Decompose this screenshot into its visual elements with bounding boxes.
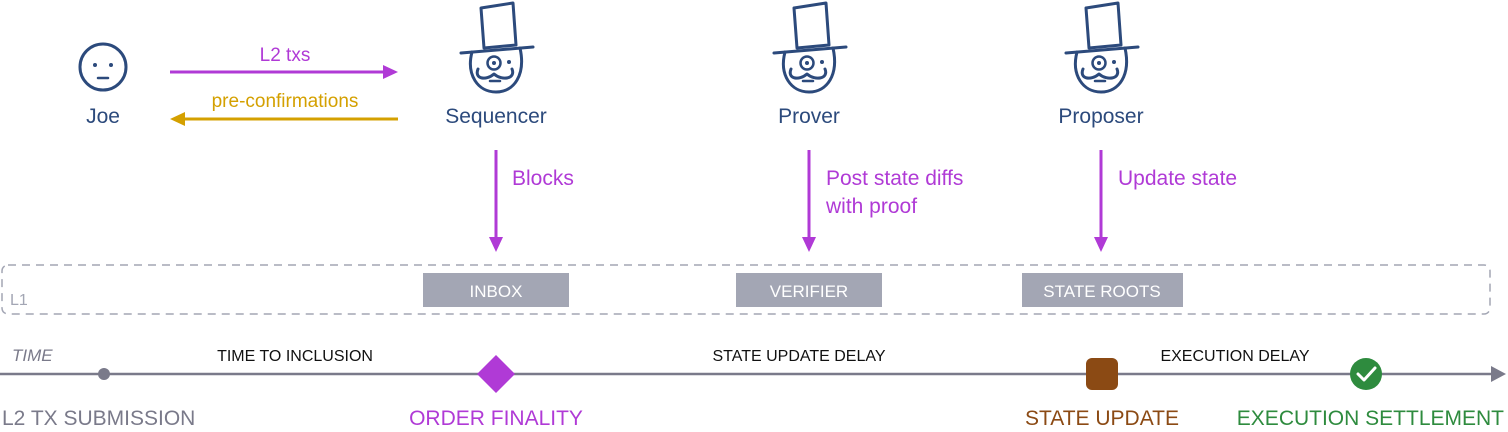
l1-label: L1 (10, 292, 28, 309)
actor-sequencer-label: Sequencer (445, 105, 547, 128)
l1-box-inbox-label: INBOX (470, 282, 523, 301)
post-state-diffs-arrow (802, 150, 816, 252)
l1-box-verifier-label: VERIFIER (770, 282, 848, 301)
l1-box-state-roots-label: STATE ROOTS (1043, 282, 1160, 301)
blocks-arrow (489, 150, 503, 252)
timeline-time-label: TIME (12, 346, 53, 365)
execution-settlement-check-icon (1350, 358, 1382, 390)
segment-execution-delay: EXECUTION DELAY (1160, 348, 1309, 365)
prover-top-hat-icon (772, 1, 848, 94)
l2-txs-label: L2 txs (260, 45, 311, 66)
actor-prover-label: Prover (778, 105, 840, 128)
update-state-label: Update state (1118, 167, 1237, 190)
milestone-execution-settlement: EXECUTION SETTLEMENT (1237, 407, 1504, 430)
pre-confirmations-arrow (170, 112, 398, 126)
proposer-top-hat-icon (1064, 1, 1140, 94)
segment-state-update-delay: STATE UPDATE DELAY (712, 348, 885, 365)
submission-dot-marker (98, 368, 110, 380)
l1-box-verifier: VERIFIER (736, 273, 882, 307)
pre-confirmations-label: pre-confirmations (212, 91, 359, 112)
l1-box-state-roots: STATE ROOTS (1022, 273, 1183, 307)
milestone-l2-tx-submission: L2 TX SUBMISSION (2, 407, 195, 430)
joe-face-icon (78, 42, 128, 92)
l1-region (1, 264, 1491, 315)
l2-txs-arrow (170, 65, 398, 79)
update-state-arrow (1094, 150, 1108, 252)
blocks-label: Blocks (512, 167, 574, 190)
post-state-diffs-label-line1: Post state diffs (826, 167, 963, 190)
milestone-order-finality: ORDER FINALITY (409, 407, 583, 430)
post-state-diffs-label-line2: with proof (825, 195, 917, 218)
l1-box-inbox: INBOX (423, 273, 569, 307)
sequencer-top-hat-icon (459, 1, 535, 94)
segment-time-to-inclusion: TIME TO INCLUSION (217, 348, 373, 365)
timeline-axis (0, 366, 1506, 382)
actor-joe-label: Joe (86, 105, 120, 128)
state-update-square-marker (1086, 358, 1118, 390)
order-finality-diamond-marker (477, 355, 515, 393)
actor-proposer-label: Proposer (1058, 105, 1143, 128)
milestone-state-update: STATE UPDATE (1025, 407, 1179, 430)
